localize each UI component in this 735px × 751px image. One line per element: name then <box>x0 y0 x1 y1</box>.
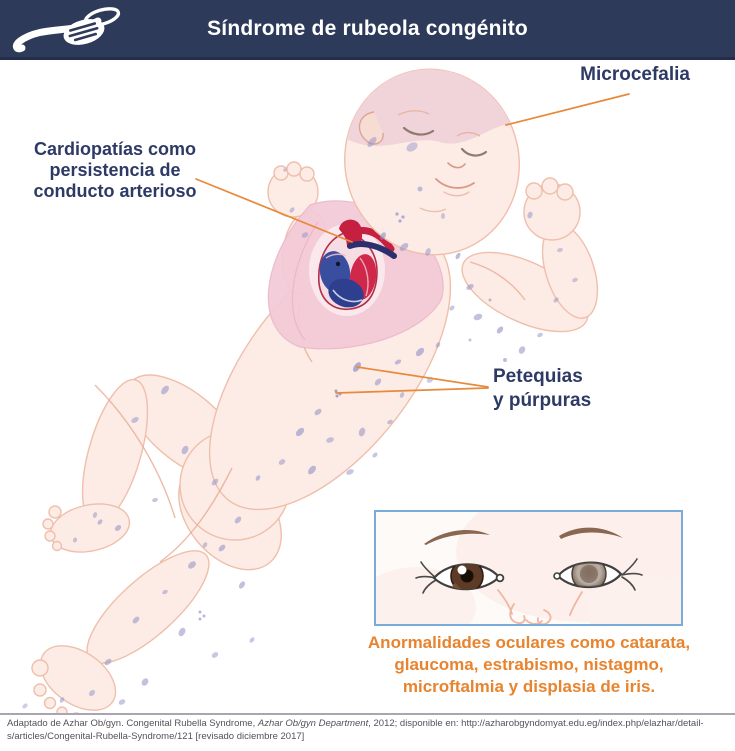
citation-pre: Adaptado de Azhar Ob/gyn. Congenital Rub… <box>7 718 258 729</box>
eye-inset-box <box>374 510 683 626</box>
baby-head <box>340 67 524 256</box>
right-eyebrow <box>559 527 623 539</box>
citation-italic: Azhar Ob/gyn Department <box>257 718 369 729</box>
cataract-eye <box>553 558 643 591</box>
footer: Adaptado de Azhar Ob/gyn. Congenital Rub… <box>0 713 735 751</box>
leader-line-cardiopathy <box>195 178 353 243</box>
label-cardiopatias-line2: persistencia de <box>49 160 181 180</box>
baby-eyes-closeup <box>376 512 681 624</box>
app-header: Síndrome de rubeola congénito <box>0 0 735 60</box>
label-microcefalia-text: Microcefalia <box>580 64 690 85</box>
label-petequias-line1: Petequias <box>493 366 583 387</box>
left-eyebrow <box>424 529 490 545</box>
normal-eye <box>415 561 505 594</box>
leader-line-petechiae-1 <box>356 366 489 388</box>
label-microcefalia: Microcefalia <box>552 64 690 85</box>
eye-caption-line3: microftalmia y displasia de iris. <box>402 677 656 696</box>
heart-anatomy <box>309 219 397 316</box>
nose-sketch <box>497 589 583 624</box>
leader-line-petechiae-2 <box>335 387 489 394</box>
citation-line2: s/articles/Congenital-Rubella-Syndrome/1… <box>7 730 305 742</box>
label-cardiopatias: Cardiopatías como persistencia de conduc… <box>24 139 206 202</box>
eye-caption-line1: Anormalidades oculares como catarata, <box>367 633 691 652</box>
label-petequias-line2: y púrpuras <box>493 390 592 411</box>
eye-inset-caption: Anormalidades oculares como catarata, gl… <box>366 632 692 698</box>
label-petequias: Petequias y púrpuras <box>493 365 623 413</box>
clinic-logo-icon <box>12 7 121 53</box>
eye-caption-line2: glaucoma, estrabismo, nistagmo, <box>394 655 664 674</box>
petechiae-spots <box>22 137 578 709</box>
label-cardiopatias-line3: conducto arterioso <box>33 181 197 201</box>
citation-post: , 2012; disponible en: http://azharobgyn… <box>368 718 704 729</box>
label-cardiopatias-line1: Cardiopatías como <box>33 139 197 159</box>
page-title: Síndrome de rubeola congénito <box>207 16 528 40</box>
footer-citation: Adaptado de Azhar Ob/gyn. Congenital Rub… <box>7 718 729 743</box>
leader-line-microcephaly <box>505 93 630 126</box>
